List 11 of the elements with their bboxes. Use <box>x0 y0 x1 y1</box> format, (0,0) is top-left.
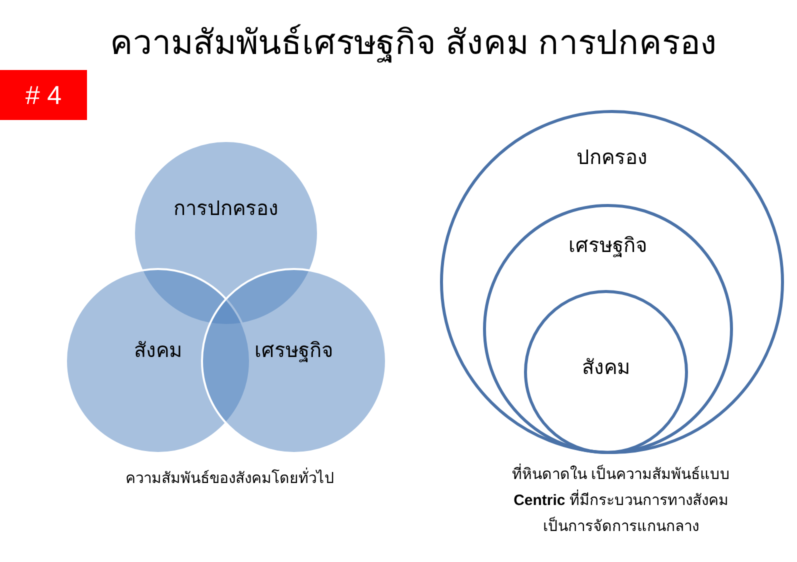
slide-number-badge <box>0 70 87 120</box>
circle-label: เศรษฐกิจ <box>568 234 648 260</box>
circle-label: การปกครอง <box>172 197 280 222</box>
circle-label: ปกครอง <box>576 146 648 171</box>
slide-number: # 4 <box>25 78 62 112</box>
caption: ความสัมพันธ์ของสังคมโดยทั่วไป <box>90 468 370 490</box>
title: ความสัมพันธ์เศรษฐกิจ สังคม การปกครอง <box>110 23 718 65</box>
note-text: ที่หินดาดใน เป็นความสัมพันธ์แบบ Centric ที่มีกระบวนการทางสังคม เป็นการจัดการแกนกลาง <box>496 462 746 540</box>
circle-label: สังคม <box>133 339 183 364</box>
circle-label: สังคม <box>581 356 631 381</box>
circle-label: เศรษฐกิจ <box>254 339 334 364</box>
